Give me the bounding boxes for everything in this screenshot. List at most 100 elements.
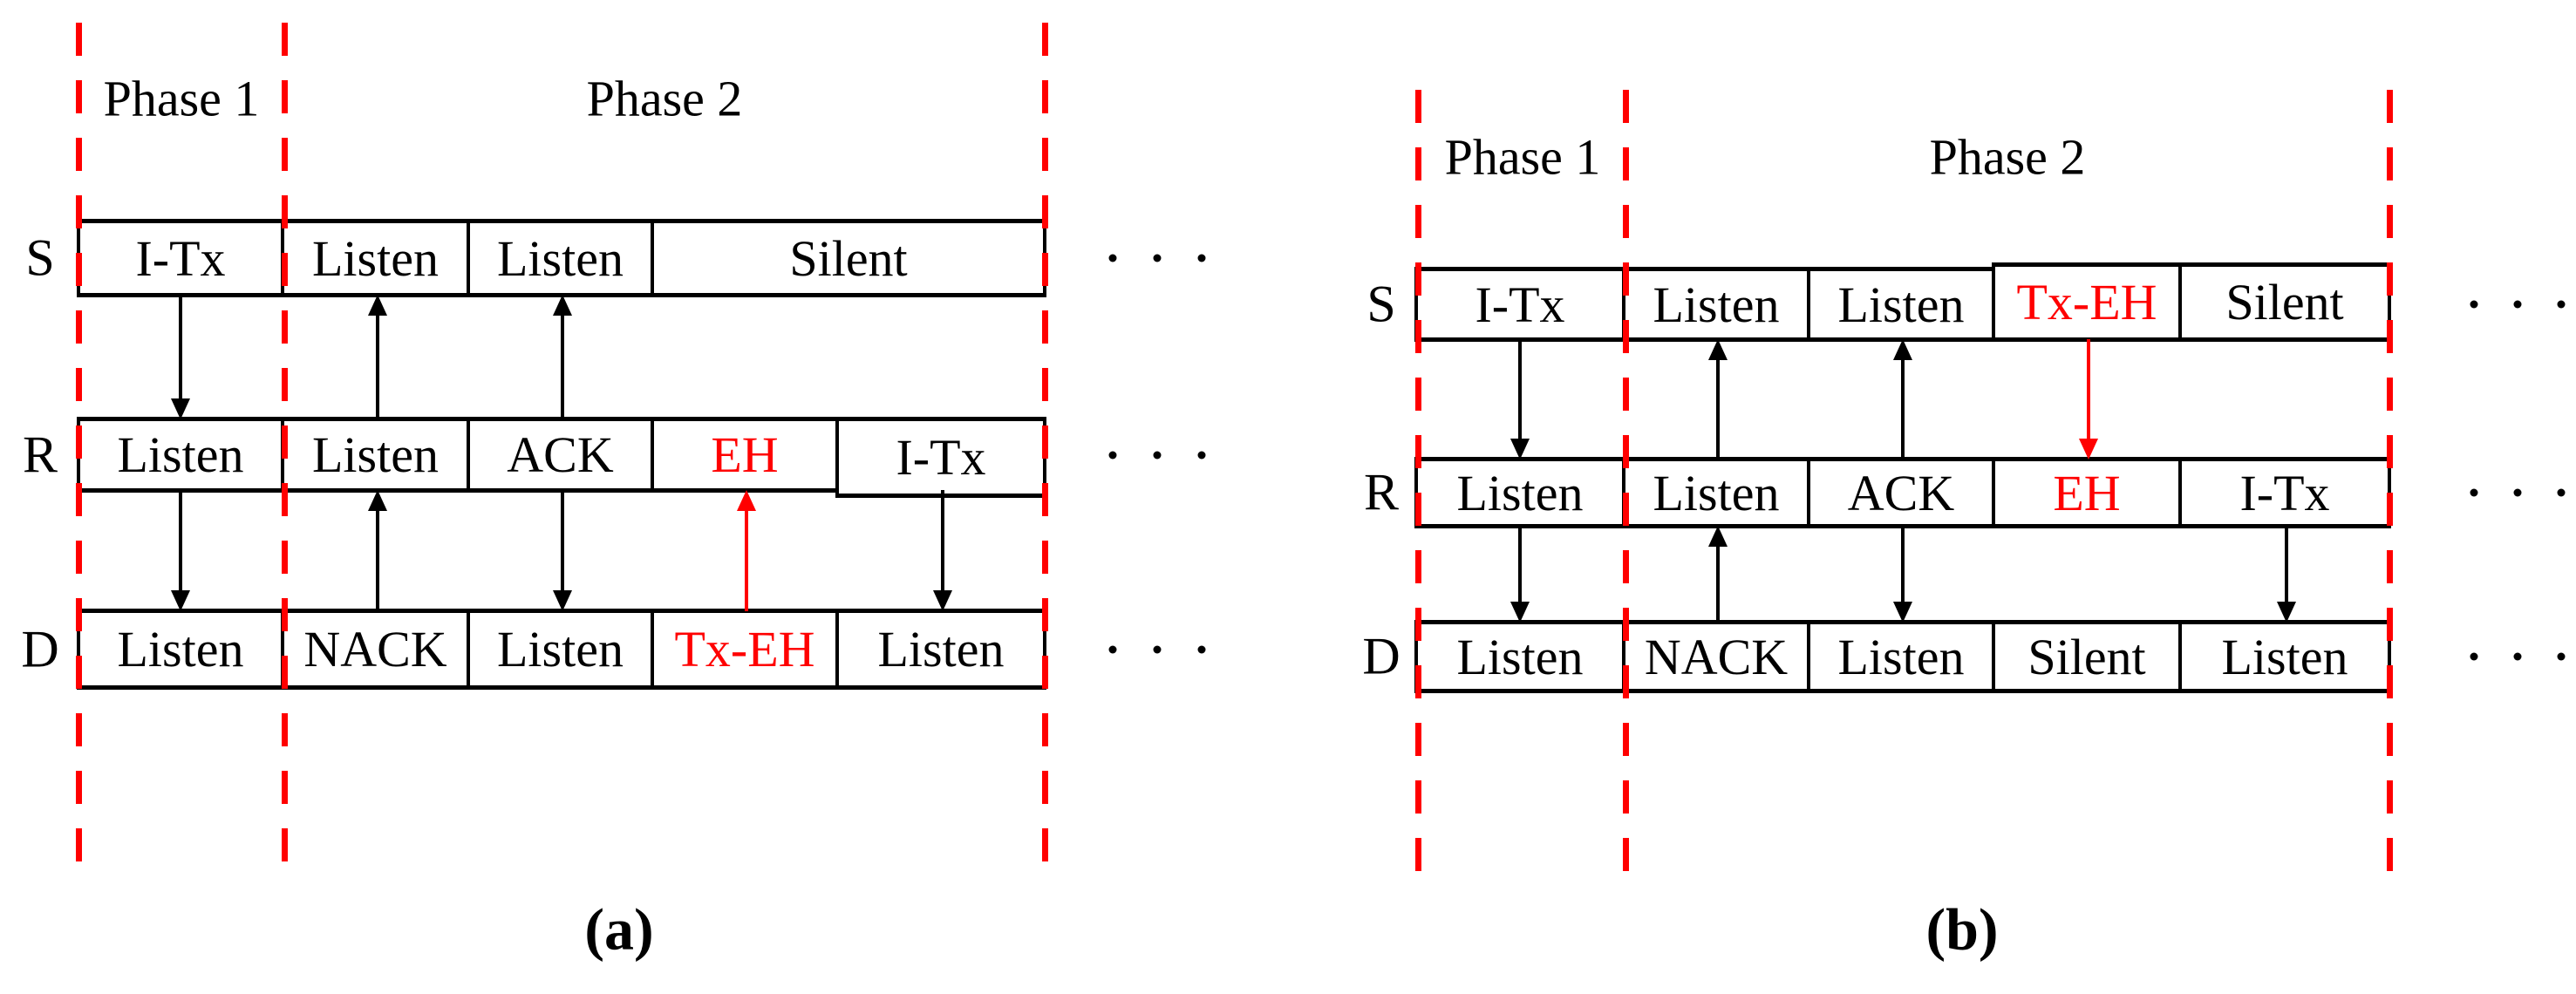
timeslot-cell: Listen xyxy=(1414,457,1625,528)
ellipsis-dot xyxy=(1153,254,1162,262)
diagram-caption: (a) xyxy=(584,895,654,963)
ellipsis-dot xyxy=(1108,451,1117,460)
timeslot-cell-label: Listen xyxy=(2221,628,2348,685)
timeslot-cell: Listen xyxy=(1414,620,1625,693)
timeslot-cell-label: NACK xyxy=(1644,628,1789,685)
transmission-arrow-down xyxy=(1518,339,1522,442)
arrow-head-down xyxy=(171,398,190,419)
arrow-head-down xyxy=(171,590,190,611)
diagram-caption: (b) xyxy=(1925,895,1999,963)
timeslot-cell-label: Silent xyxy=(789,229,908,287)
ellipsis-dot xyxy=(1108,254,1117,262)
transmission-arrow-down xyxy=(2087,339,2090,442)
phase-label: Phase 2 xyxy=(1929,128,2086,186)
timeslot-cell: Silent xyxy=(2178,262,2391,342)
timeslot-cell: Listen xyxy=(1807,620,1995,693)
ellipsis-dot xyxy=(2557,300,2566,309)
ellipsis-dot xyxy=(2470,300,2478,309)
timeslot-cell-label: I-Tx xyxy=(896,429,986,486)
ellipsis-dot xyxy=(2470,652,2478,661)
timeslot-cell-label: Listen xyxy=(497,621,624,677)
node-row-label: R xyxy=(1363,463,1400,521)
timeslot-cell-label: Listen xyxy=(312,229,439,287)
transmission-arrow-down xyxy=(179,295,182,402)
timeslot-cell: Listen xyxy=(1622,457,1810,528)
timeslot-cell: Silent xyxy=(1992,620,2182,693)
timeslot-cell-label: Listen xyxy=(1653,464,1780,521)
timeslot-cell-label: Listen xyxy=(1837,276,1965,333)
timeslot-cell-label: I-Tx xyxy=(135,229,226,287)
timeslot-cell-label: Listen xyxy=(312,426,439,483)
phase-label: Phase 1 xyxy=(103,70,260,127)
timeslot-cell: ACK xyxy=(467,417,654,493)
phase-boundary-line xyxy=(1623,90,1629,879)
ellipsis-dot xyxy=(1108,645,1117,654)
node-row-label: D xyxy=(21,620,59,678)
ellipsis-dot xyxy=(1197,254,1206,262)
ellipsis-dot xyxy=(2513,488,2522,497)
timeslot-cell-label: Listen xyxy=(1456,628,1584,685)
timeslot-cell-label: Tx-EH xyxy=(674,621,815,677)
phase-boundary-line xyxy=(2387,90,2393,879)
arrow-head-down xyxy=(933,590,952,611)
ellipsis-dot xyxy=(1197,645,1206,654)
transmission-arrow-down xyxy=(561,490,564,594)
arrow-head-down xyxy=(2277,602,2296,623)
timeslot-cell: Listen xyxy=(1622,267,1810,342)
timeslot-cell-label: Listen xyxy=(1837,628,1965,685)
arrow-head-up xyxy=(368,295,387,316)
timeslot-cell-label: Listen xyxy=(1456,464,1584,521)
timeslot-cell-label: Listen xyxy=(117,426,244,483)
node-row-label: D xyxy=(1362,627,1400,685)
timeslot-cell-label: I-Tx xyxy=(1475,276,1565,333)
timeslot-cell: I-Tx xyxy=(2178,457,2391,528)
timeslot-cell: Listen xyxy=(467,219,654,297)
transmission-arrow-down xyxy=(1518,526,1522,605)
timeslot-cell-label: Silent xyxy=(2225,274,2344,330)
ellipsis-dot xyxy=(2513,652,2522,661)
arrow-head-up xyxy=(1708,526,1728,547)
ellipsis-dot xyxy=(1153,451,1162,460)
ellipsis-dot xyxy=(1153,645,1162,654)
phase-boundary-line xyxy=(282,23,288,874)
timeslot-cell: Listen xyxy=(281,219,470,297)
phase-boundary-line xyxy=(1415,90,1421,879)
timeslot-cell: I-Tx xyxy=(1414,267,1625,342)
arrow-head-up xyxy=(737,490,756,511)
timeslot-cell: I-Tx xyxy=(77,219,284,297)
timeslot-cell-label: Silent xyxy=(2027,628,2146,685)
transmission-arrow-up xyxy=(1716,543,1720,623)
arrow-head-down xyxy=(553,590,572,611)
node-row-label: S xyxy=(1366,275,1396,333)
transmission-arrow-up xyxy=(1716,357,1720,460)
timeslot-cell-label: Tx-EH xyxy=(2016,274,2157,330)
phase-label: Phase 1 xyxy=(1444,128,1601,186)
timeslot-cell: Listen xyxy=(281,417,470,493)
timeslot-cell-label: NACK xyxy=(303,621,447,677)
ellipsis-dot xyxy=(2557,488,2566,497)
timeslot-cell: Tx-EH xyxy=(1992,262,2182,342)
transmission-arrow-up xyxy=(376,507,379,611)
timeslot-cell: Listen xyxy=(77,609,284,690)
node-row-label: R xyxy=(22,426,58,484)
timeslot-cell: Listen xyxy=(835,609,1046,690)
transmission-arrow-down xyxy=(941,490,944,594)
phase-boundary-line xyxy=(1042,23,1048,874)
timeslot-cell-label: I-Tx xyxy=(2239,464,2330,521)
timeslot-cell: Listen xyxy=(2178,620,2391,693)
ellipsis-dot xyxy=(2557,652,2566,661)
timeslot-cell: NACK xyxy=(281,609,470,690)
timeslot-cell: EH xyxy=(1992,457,2182,528)
timeslot-cell: NACK xyxy=(1622,620,1810,693)
transmission-arrow-up xyxy=(376,312,379,419)
timeslot-cell: I-Tx xyxy=(835,417,1046,498)
timeslot-cell: ACK xyxy=(1807,457,1995,528)
ellipsis-dot xyxy=(1197,451,1206,460)
phase-label: Phase 2 xyxy=(586,70,743,127)
timeslot-cell-label: EH xyxy=(711,426,779,483)
transmission-arrow-down xyxy=(179,490,182,594)
timeslot-cell: EH xyxy=(651,417,839,493)
arrow-head-up xyxy=(368,490,387,511)
timeslot-cell-label: Listen xyxy=(117,621,244,677)
